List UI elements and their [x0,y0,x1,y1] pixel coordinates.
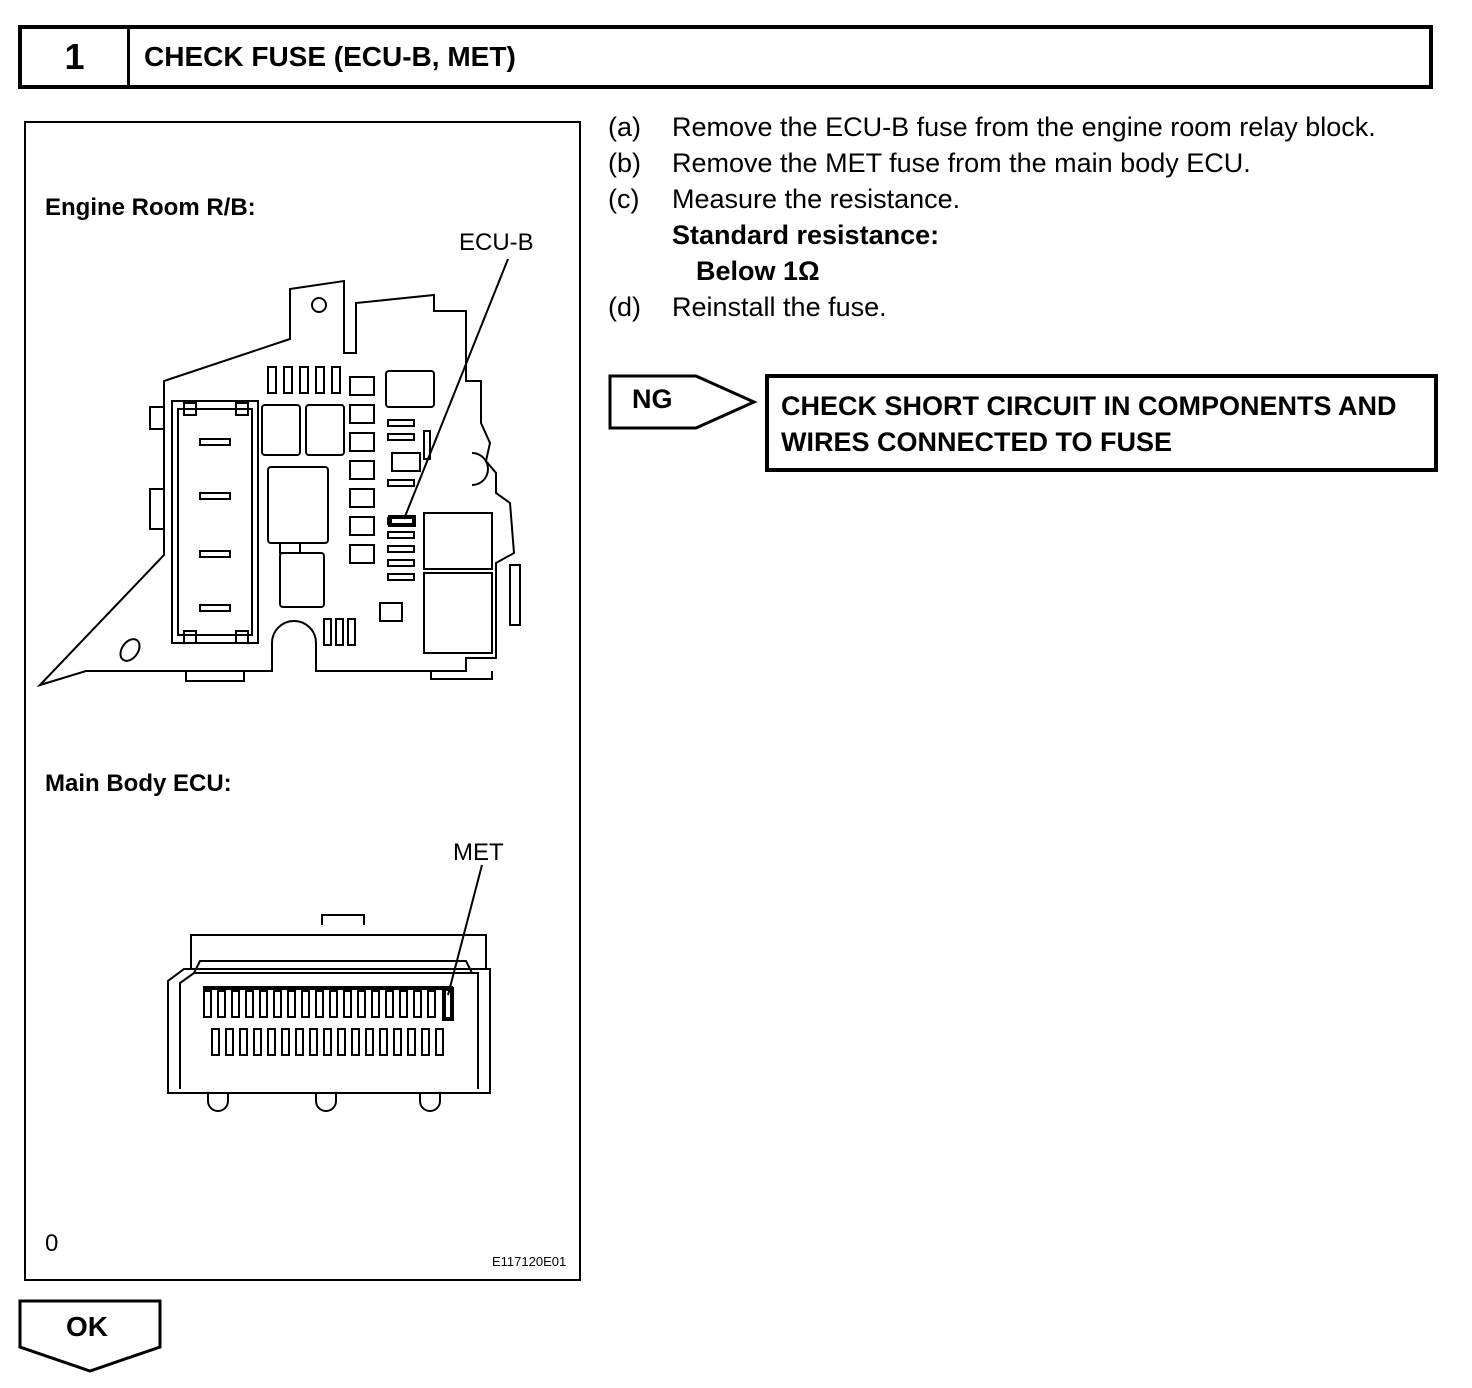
ok-label: OK [66,1311,108,1342]
main-body-ecu-drawing [167,864,491,1112]
procedure-steps: (a) Remove the ECU-B fuse from the engin… [608,109,1428,325]
pin-row-lower [211,1028,444,1056]
ok-arrow-shape [18,1299,162,1373]
step-d: (d) Reinstall the fuse. [608,289,1428,325]
figure-id: E117120E01 [492,1254,567,1269]
step-letter: (c) [608,184,640,214]
step-c: (c) Measure the resistance. [608,181,1428,217]
ecu-b-callout: ECU-B [459,229,534,256]
step-letter: (d) [608,292,641,322]
step-text: Remove the MET fuse from the main body E… [672,148,1251,178]
ng-arrow: NG [608,374,760,435]
ng-arrow-shape [608,374,758,430]
step-text: Remove the ECU-B fuse from the engine ro… [672,112,1376,142]
step-header: 1 CHECK FUSE (ECU-B, MET) [18,25,1433,89]
fuse-location-diagram [36,258,521,1112]
pin-row-upper [203,987,454,1021]
main-body-ecu-label: Main Body ECU: [45,770,232,797]
figure-corner-code: 0 [45,1230,59,1257]
ok-arrow: OK [18,1299,164,1380]
ng-label: NG [632,384,673,414]
engine-room-rb-label: Engine Room R/B: [45,194,256,221]
step-b: (b) Remove the MET fuse from the main bo… [608,145,1428,181]
ng-action-box: CHECK SHORT CIRCUIT IN COMPONENTS AND WI… [765,374,1438,472]
step-number: 1 [22,29,130,85]
step-text: Reinstall the fuse. [672,292,887,322]
step-letter: (a) [608,112,641,142]
standard-resistance-label: Standard resistance: [672,220,940,250]
illustration-figure: Engine Room R/B: ECU-B Main Body ECU: ME… [24,121,581,1281]
step-text: Measure the resistance. [672,184,961,214]
step-a: (a) Remove the ECU-B fuse from the engin… [608,109,1428,145]
standard-resistance-value: Below 1Ω [696,256,820,286]
step-title: CHECK FUSE (ECU-B, MET) [144,41,516,72]
met-callout: MET [453,839,504,866]
engine-room-relay-block-drawing [36,258,521,688]
step-letter: (b) [608,148,641,178]
